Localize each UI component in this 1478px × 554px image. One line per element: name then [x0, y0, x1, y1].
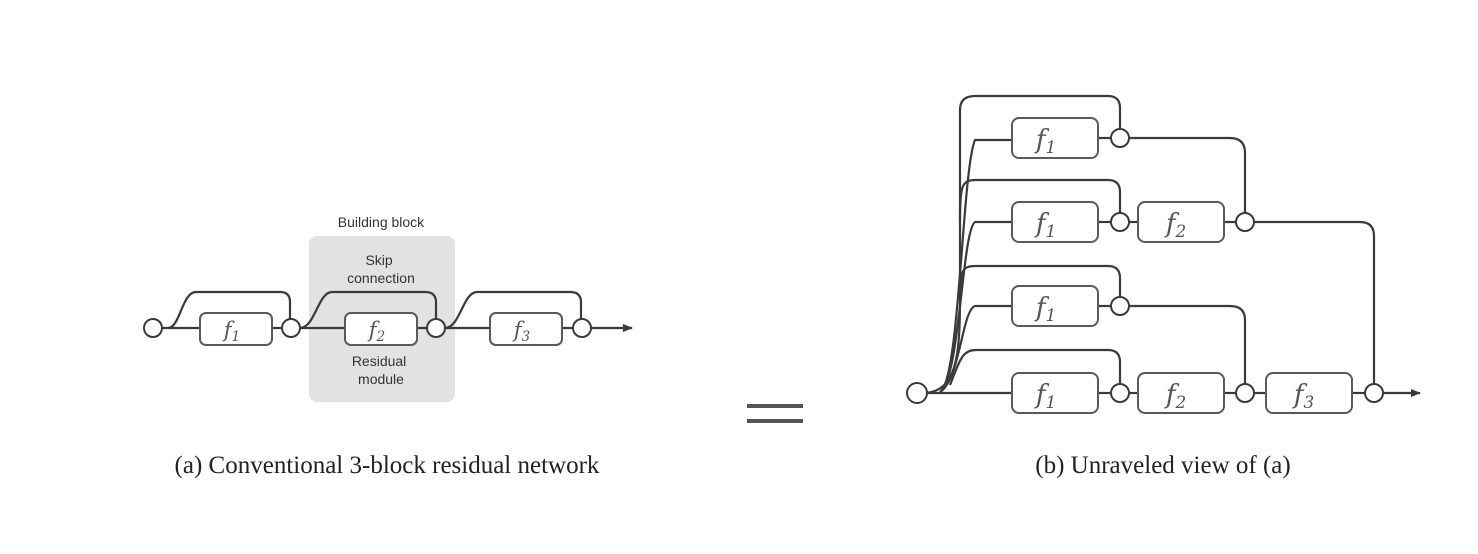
residual-module-f1: f1 [1011, 285, 1099, 327]
residual-module-f2: f2 [1137, 372, 1225, 414]
unraveled-path-2: f1 f2 [1011, 201, 1255, 243]
residual-module-f1: f1 [1011, 117, 1099, 159]
sum-node [1235, 212, 1255, 232]
unraveled-path-3: f1 [1011, 285, 1130, 327]
sum-node [1235, 383, 1255, 403]
sum-node [1364, 383, 1384, 403]
svg-text:f1: f1 [222, 318, 240, 345]
sum-node [1110, 383, 1130, 403]
input-node [143, 318, 163, 338]
residual-module-f1: f1 [199, 312, 273, 346]
sum-node [426, 318, 446, 338]
panel-a: Building block Skip connection Residual … [143, 214, 633, 479]
sum-node [1110, 212, 1130, 232]
sum-node [281, 318, 301, 338]
unraveled-path-4: f1 f2 f3 [1011, 372, 1384, 414]
sum-node [1110, 296, 1130, 316]
svg-text:f2: f2 [367, 318, 385, 345]
skip-connection-label: Skip connection [347, 252, 415, 286]
residual-module-f1: f1 [1011, 201, 1099, 243]
svg-text:f3: f3 [512, 318, 531, 345]
residual-module-f3: f3 [489, 312, 563, 346]
residual-module-f2: f2 [1137, 201, 1225, 243]
input-node [906, 382, 928, 404]
unraveled-path-1: f1 [1011, 117, 1130, 159]
building-block-label: Building block [338, 214, 425, 230]
panel-b-caption: (b) Unraveled view of (a) [1035, 452, 1290, 479]
sum-node [572, 318, 592, 338]
residual-module-f2: f2 [344, 312, 418, 346]
panel-a-caption: (a) Conventional 3-block residual networ… [175, 452, 600, 479]
equals-sign [747, 404, 803, 423]
panel-b: f1 f1 f2 f1 [906, 94, 1421, 479]
sum-node [1110, 128, 1130, 148]
residual-module-f3: f3 [1265, 372, 1353, 414]
residual-module-f1: f1 [1011, 372, 1099, 414]
residual-module-label: Residual module [352, 353, 410, 387]
panel-b-wires [925, 94, 1421, 397]
